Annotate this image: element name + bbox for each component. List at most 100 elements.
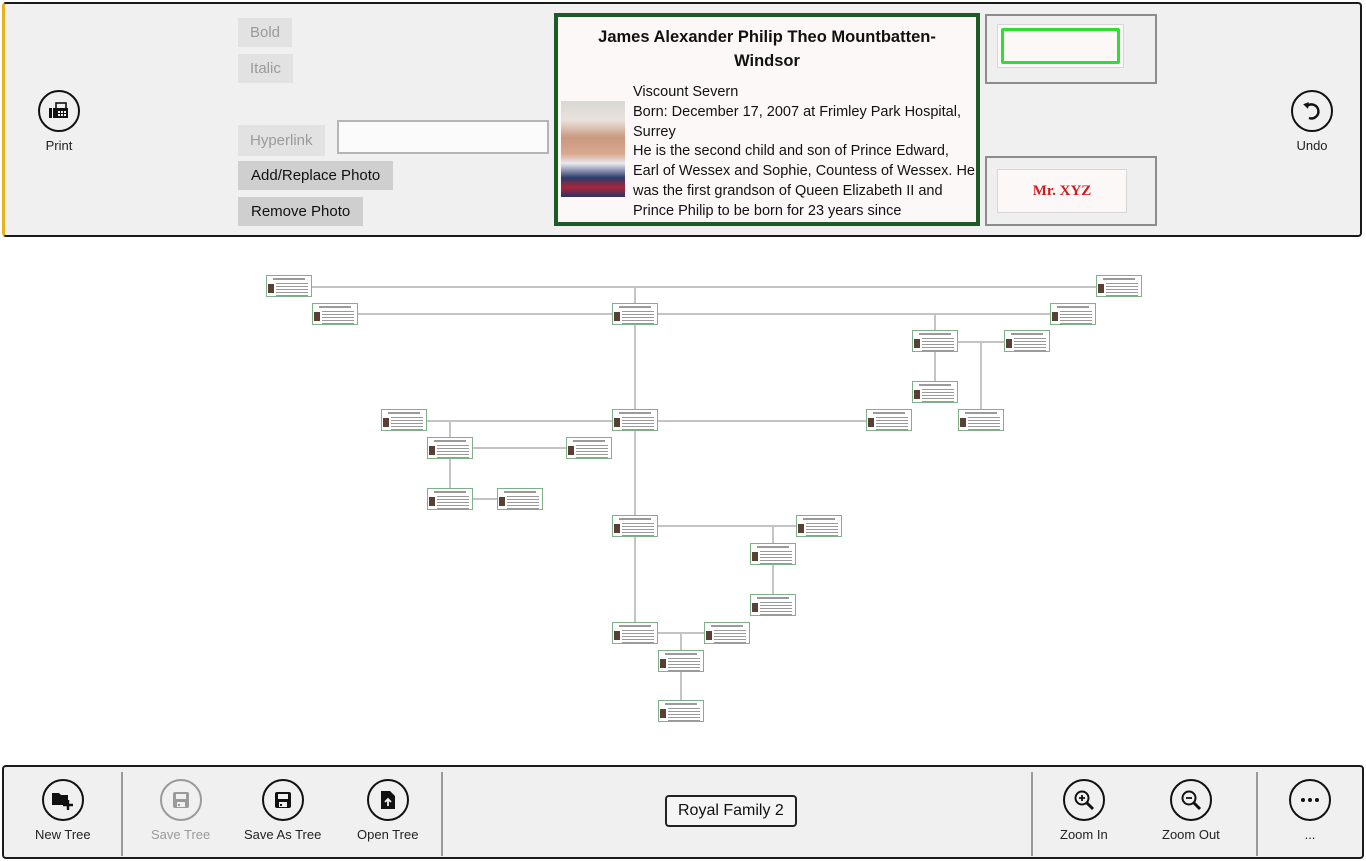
person-photo	[561, 101, 625, 197]
tree-node[interactable]	[612, 622, 658, 644]
tree-node[interactable]	[566, 437, 612, 459]
tree-node[interactable]	[612, 303, 658, 325]
add-replace-photo-button[interactable]: Add/Replace Photo	[238, 161, 394, 190]
node-text-line	[276, 286, 308, 287]
save-tree-button[interactable]: Save Tree	[151, 779, 210, 842]
tree-node[interactable]	[704, 622, 750, 644]
zoom-in-label: Zoom In	[1060, 827, 1108, 842]
node-text-line	[622, 323, 654, 324]
family-tree-canvas[interactable]	[0, 245, 1366, 760]
toolbar-divider	[1256, 772, 1258, 856]
toolbar-divider	[121, 772, 123, 856]
tree-node[interactable]	[312, 303, 358, 325]
node-text-line	[437, 502, 469, 503]
box-style-border	[1001, 28, 1120, 64]
tree-node[interactable]	[1050, 303, 1096, 325]
remove-photo-button[interactable]: Remove Photo	[238, 197, 364, 226]
node-name	[757, 546, 789, 548]
node-text-line	[276, 283, 308, 284]
toolbar-divider	[441, 772, 443, 856]
text-style-preview[interactable]: Mr. XYZ	[997, 169, 1127, 213]
tree-node[interactable]	[912, 330, 958, 352]
print-fax-icon	[38, 90, 80, 132]
node-text-line	[1060, 317, 1092, 318]
tree-node[interactable]	[427, 488, 473, 510]
node-photo	[314, 312, 320, 321]
node-text-line	[806, 523, 838, 524]
undo-button[interactable]: Undo	[1291, 90, 1333, 153]
node-text-line	[622, 417, 654, 418]
node-text-line	[714, 636, 746, 637]
node-name	[504, 491, 536, 493]
tree-node[interactable]	[958, 409, 1004, 431]
tree-node[interactable]	[750, 594, 796, 616]
tree-name-label[interactable]: Royal Family 2	[665, 795, 797, 827]
bold-button[interactable]: Bold	[238, 18, 293, 47]
node-name	[919, 333, 951, 335]
node-text-line	[622, 642, 654, 643]
node-photo	[614, 312, 620, 321]
box-style-preview-panel[interactable]	[985, 14, 1157, 84]
node-photo	[914, 339, 920, 348]
node-text-line	[1014, 347, 1046, 348]
tree-node[interactable]	[427, 437, 473, 459]
zoom-in-button[interactable]: Zoom In	[1060, 779, 1108, 842]
tree-node[interactable]	[796, 515, 842, 537]
node-text-line	[1106, 292, 1138, 293]
node-text-line	[668, 714, 700, 715]
save-as-tree-button[interactable]: Save As Tree	[244, 779, 321, 842]
tree-node[interactable]	[658, 650, 704, 672]
tree-node[interactable]	[612, 409, 658, 431]
person-name: James Alexander Philip Theo Mountbatten-…	[598, 28, 936, 70]
hyperlink-button[interactable]: Hyperlink	[238, 125, 325, 156]
node-text-line	[622, 636, 654, 637]
node-name	[434, 491, 466, 493]
tree-node[interactable]	[1096, 275, 1142, 297]
node-name	[711, 625, 743, 627]
person-bio: He is the second child and son of Prince…	[633, 143, 975, 219]
tree-node[interactable]	[866, 409, 912, 431]
node-text-line	[876, 423, 908, 424]
save-as-icon	[261, 779, 304, 821]
node-text-line	[507, 502, 539, 503]
node-text-line	[806, 529, 838, 530]
tree-node[interactable]	[658, 700, 704, 722]
node-text-line	[1106, 283, 1138, 284]
hyperlink-input[interactable]	[337, 120, 549, 154]
node-photo	[914, 390, 920, 399]
node-text-line	[668, 658, 700, 659]
tree-node[interactable]	[612, 515, 658, 537]
node-text-line	[437, 496, 469, 497]
open-tree-label: Open Tree	[357, 827, 419, 842]
tree-node[interactable]	[497, 488, 543, 510]
node-text-line	[437, 454, 469, 455]
zoom-out-button[interactable]: Zoom Out	[1162, 779, 1220, 842]
zoom-out-icon	[1169, 779, 1212, 821]
tree-node[interactable]	[750, 543, 796, 565]
node-text-line	[622, 429, 654, 430]
new-tree-button[interactable]: New Tree	[35, 779, 91, 842]
text-style-preview-panel[interactable]: Mr. XYZ	[985, 156, 1157, 226]
person-details: Viscount Severn Born: December 17, 2007 …	[633, 83, 976, 222]
tree-node[interactable]	[1004, 330, 1050, 352]
italic-button[interactable]: Italic	[238, 54, 293, 83]
node-text-line	[806, 532, 838, 533]
node-text-line	[622, 633, 654, 634]
node-photo	[798, 524, 804, 533]
tree-node[interactable]	[912, 381, 958, 403]
person-detail-card[interactable]: James Alexander Philip Theo Mountbatten-…	[554, 13, 980, 226]
print-button[interactable]: Print	[38, 90, 80, 153]
box-style-preview[interactable]	[997, 24, 1124, 68]
node-text-line	[1014, 338, 1046, 339]
node-text-line	[968, 429, 1000, 430]
more-button[interactable]: ...	[1289, 779, 1331, 842]
tree-node[interactable]	[381, 409, 427, 431]
node-text-line	[1014, 341, 1046, 342]
open-tree-button[interactable]: Open Tree	[357, 779, 418, 842]
node-text-line	[622, 423, 654, 424]
node-text-line	[576, 454, 608, 455]
node-text-line	[622, 529, 654, 530]
node-text-line	[322, 323, 354, 324]
tree-node[interactable]	[266, 275, 312, 297]
node-photo	[568, 446, 574, 455]
